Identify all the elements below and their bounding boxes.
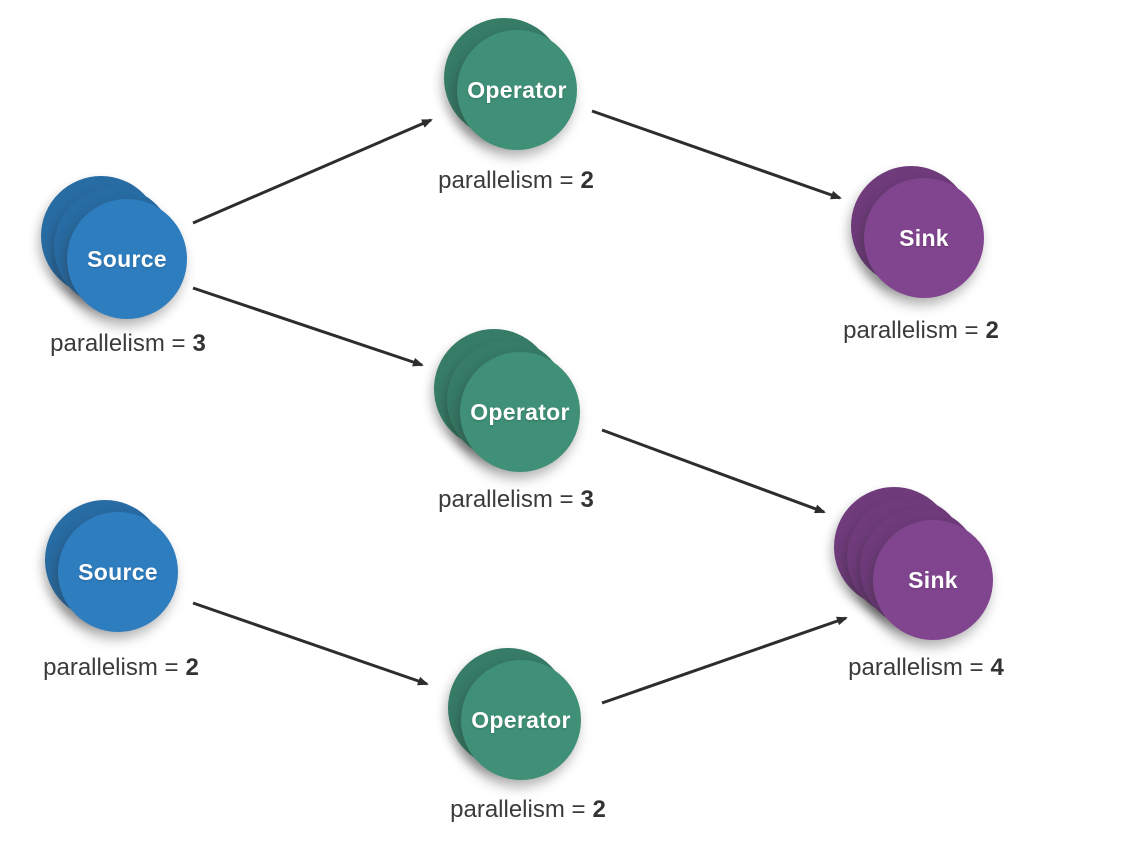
node-label: Sink [899, 224, 949, 251]
edge-operator-bottom-to-sink-bottom [601, 616, 848, 705]
edge-operator-middle-to-sink-bottom [601, 428, 826, 514]
parallelism-value: 4 [990, 654, 1004, 681]
operator-instance-circle: Operator [460, 352, 580, 472]
node-label: Operator [467, 76, 567, 103]
parallelism-value: 2 [592, 796, 606, 823]
operator-top-node: Operator [444, 18, 577, 150]
node-label: Source [78, 558, 158, 585]
parallelism-value: 3 [580, 486, 594, 513]
sink-top-node: Sink [851, 166, 984, 298]
edge-operator-top-to-sink-top [591, 109, 842, 200]
sink-bottom-node: Sink [834, 487, 993, 640]
operator-instance-circle: Operator [461, 660, 581, 780]
parallelism-prefix: parallelism = [50, 330, 186, 357]
source-instance-circle: Source [58, 512, 178, 632]
parallelism-label: parallelism =2 [438, 167, 594, 195]
parallelism-prefix: parallelism = [438, 486, 574, 513]
node-label: Sink [908, 566, 958, 593]
parallelism-value: 2 [580, 167, 594, 194]
edge-source-bottom-to-operator-bottom [192, 601, 429, 686]
node-label: Operator [470, 398, 570, 425]
edge-source-top-to-operator-top [192, 118, 433, 225]
parallelism-label: parallelism =3 [438, 486, 594, 514]
source-top-node: Source [41, 176, 187, 319]
parallelism-prefix: parallelism = [848, 654, 984, 681]
parallelism-prefix: parallelism = [450, 796, 586, 823]
parallelism-prefix: parallelism = [843, 317, 979, 344]
parallelism-value: 2 [185, 654, 199, 681]
operator-bottom-node: Operator [448, 648, 581, 780]
parallelism-prefix: parallelism = [438, 167, 574, 194]
parallelism-value: 2 [985, 317, 999, 344]
sink-instance-circle: Sink [864, 178, 984, 298]
parallelism-label: parallelism =3 [50, 330, 206, 358]
sink-instance-circle: Sink [873, 520, 993, 640]
operator-instance-circle: Operator [457, 30, 577, 150]
parallelism-label: parallelism =2 [43, 654, 199, 682]
operator-middle-node: Operator [434, 329, 580, 472]
edge-source-top-to-operator-middle [192, 286, 424, 367]
node-label: Operator [471, 706, 571, 733]
parallelism-label: parallelism =2 [450, 796, 606, 824]
parallelism-value: 3 [192, 330, 206, 357]
parallelism-prefix: parallelism = [43, 654, 179, 681]
parallelism-label: parallelism =4 [848, 654, 1004, 682]
node-label: Source [87, 245, 167, 272]
source-bottom-node: Source [45, 500, 178, 632]
parallelism-label: parallelism =2 [843, 317, 999, 345]
source-instance-circle: Source [67, 199, 187, 319]
